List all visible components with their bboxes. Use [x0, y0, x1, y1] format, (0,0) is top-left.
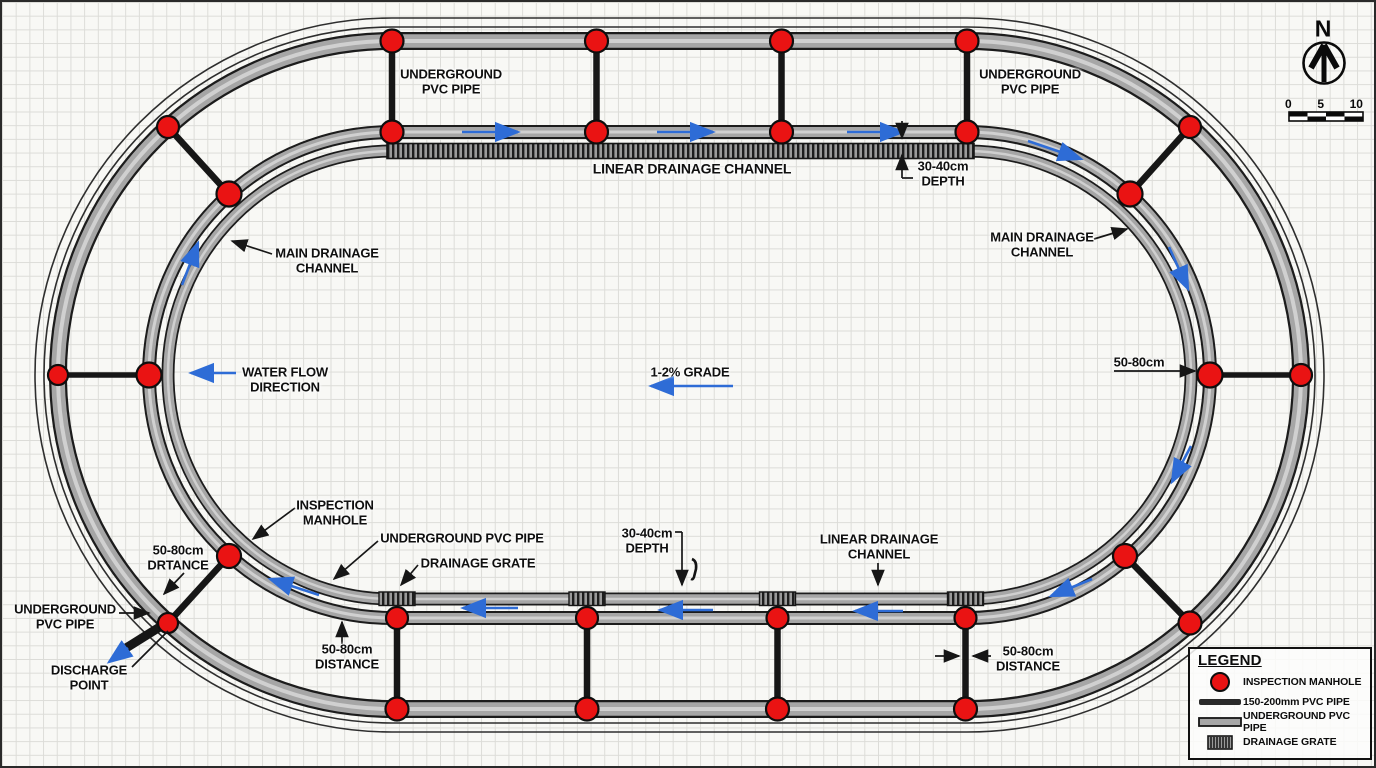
pvc-pipe-connectors [58, 41, 1301, 709]
legend-item-underground-pipe: UNDERGROUND PVC PIPE [1197, 710, 1370, 734]
drainage-grate-patches [378, 591, 985, 607]
inspection-manhole [1177, 114, 1203, 140]
inspection-manhole [379, 28, 405, 54]
underground-pipe-icon [1197, 716, 1243, 728]
legend-title: LEGEND [1198, 652, 1262, 669]
inspection-manhole [215, 542, 243, 570]
label-distance-discharge: 50-80cm DRTANCE [147, 542, 209, 573]
drainage-grate-icon [1197, 734, 1243, 750]
inspection-manhole [954, 28, 980, 54]
label-distance-bottom-left: 50-80cm DISTANCE [315, 641, 379, 672]
inspection-manholes [46, 28, 1314, 722]
compass-north-label: N [1314, 15, 1332, 42]
inspection-manhole [768, 28, 795, 54]
label-clearance-right: 50-80cm [1113, 354, 1165, 370]
inspection-manhole [1116, 180, 1144, 208]
inspection-manhole [1177, 610, 1203, 636]
inspection-manhole [1288, 362, 1314, 388]
legend-box: LEGEND INSPECTION MANHOLE 150-200mm PVC … [1188, 647, 1372, 760]
label-depth-top: 30-40cm DEPTH [917, 158, 969, 189]
inspection-manhole [379, 119, 405, 145]
inspection-manhole [764, 696, 791, 722]
label-inspection-manhole: INSPECTION MANHOLE [296, 497, 374, 528]
label-underground-pvc-pipe-top-left: UNDERGROUND PVC PIPE [400, 66, 502, 97]
inspection-manhole [768, 119, 795, 145]
water-flow-arrows [106, 121, 1193, 664]
inspection-manhole [215, 180, 243, 208]
inspection-manhole [384, 605, 410, 631]
linear-drainage-channel-top [386, 142, 975, 160]
label-linear-drainage-channel-bottom: LINEAR DRAINAGE CHANNEL [819, 531, 939, 562]
label-underground-pvc-pipe-top-right: UNDERGROUND PVC PIPE [979, 66, 1081, 97]
label-underground-pvc-pipe-discharge: UNDERGROUND PVC PIPE [14, 601, 116, 632]
scale-tick-5: 5 [1317, 97, 1324, 111]
inspection-manhole [155, 114, 181, 140]
inspection-manhole [574, 605, 600, 631]
legend-item-drainage-grate: DRAINAGE GRATE [1197, 732, 1370, 752]
scale-bar: 0 5 10 [1285, 97, 1363, 112]
inspection-manhole [952, 696, 979, 722]
label-main-drainage-channel-left: MAIN DRAINAGE CHANNEL [275, 245, 379, 276]
label-main-drainage-channel-right: MAIN DRAINAGE CHANNEL [990, 229, 1094, 260]
label-drainage-grate: DRAINAGE GRATE [420, 555, 536, 571]
inspection-manhole [1111, 542, 1139, 570]
manhole-icon [1197, 672, 1243, 692]
pvc-pipe-icon [1197, 697, 1243, 707]
inspection-manhole [46, 363, 70, 387]
label-depth-bottom: 30-40cm DEPTH [621, 525, 673, 556]
label-water-flow-direction: WATER FLOW DIRECTION [242, 364, 328, 395]
legend-item-inspection-manhole: INSPECTION MANHOLE [1197, 672, 1370, 692]
ink-mark [690, 557, 698, 581]
label-discharge-point: DISCHARGE POINT [50, 662, 128, 693]
inspection-manhole [135, 361, 163, 389]
label-grade: 1-2% GRADE [650, 364, 730, 380]
inspection-manhole [953, 605, 978, 631]
leader-lines [119, 121, 1197, 668]
inspection-manhole [156, 611, 180, 635]
north-arrow-icon [1302, 41, 1346, 85]
legend-item-pvc-pipe: 150-200mm PVC PIPE [1197, 692, 1370, 712]
label-underground-pvc-pipe-bottom: UNDERGROUND PVC PIPE [380, 530, 544, 546]
discharge-arrow [106, 640, 134, 664]
inspection-manhole [574, 696, 600, 722]
scale-tick-0: 0 [1285, 97, 1292, 111]
inspection-manhole [1196, 361, 1224, 389]
scale-bar-graphic [1288, 111, 1364, 122]
inspection-manhole [384, 696, 410, 722]
inspection-manhole [765, 605, 790, 631]
label-linear-drainage-channel-top: LINEAR DRAINAGE CHANNEL [592, 160, 792, 177]
inspection-manhole [954, 119, 980, 145]
inspection-manhole [583, 28, 610, 54]
label-distance-bottom-right: 50-80cm DISTANCE [996, 643, 1060, 674]
inspection-manhole [583, 119, 610, 145]
scale-tick-10: 10 [1349, 97, 1363, 111]
